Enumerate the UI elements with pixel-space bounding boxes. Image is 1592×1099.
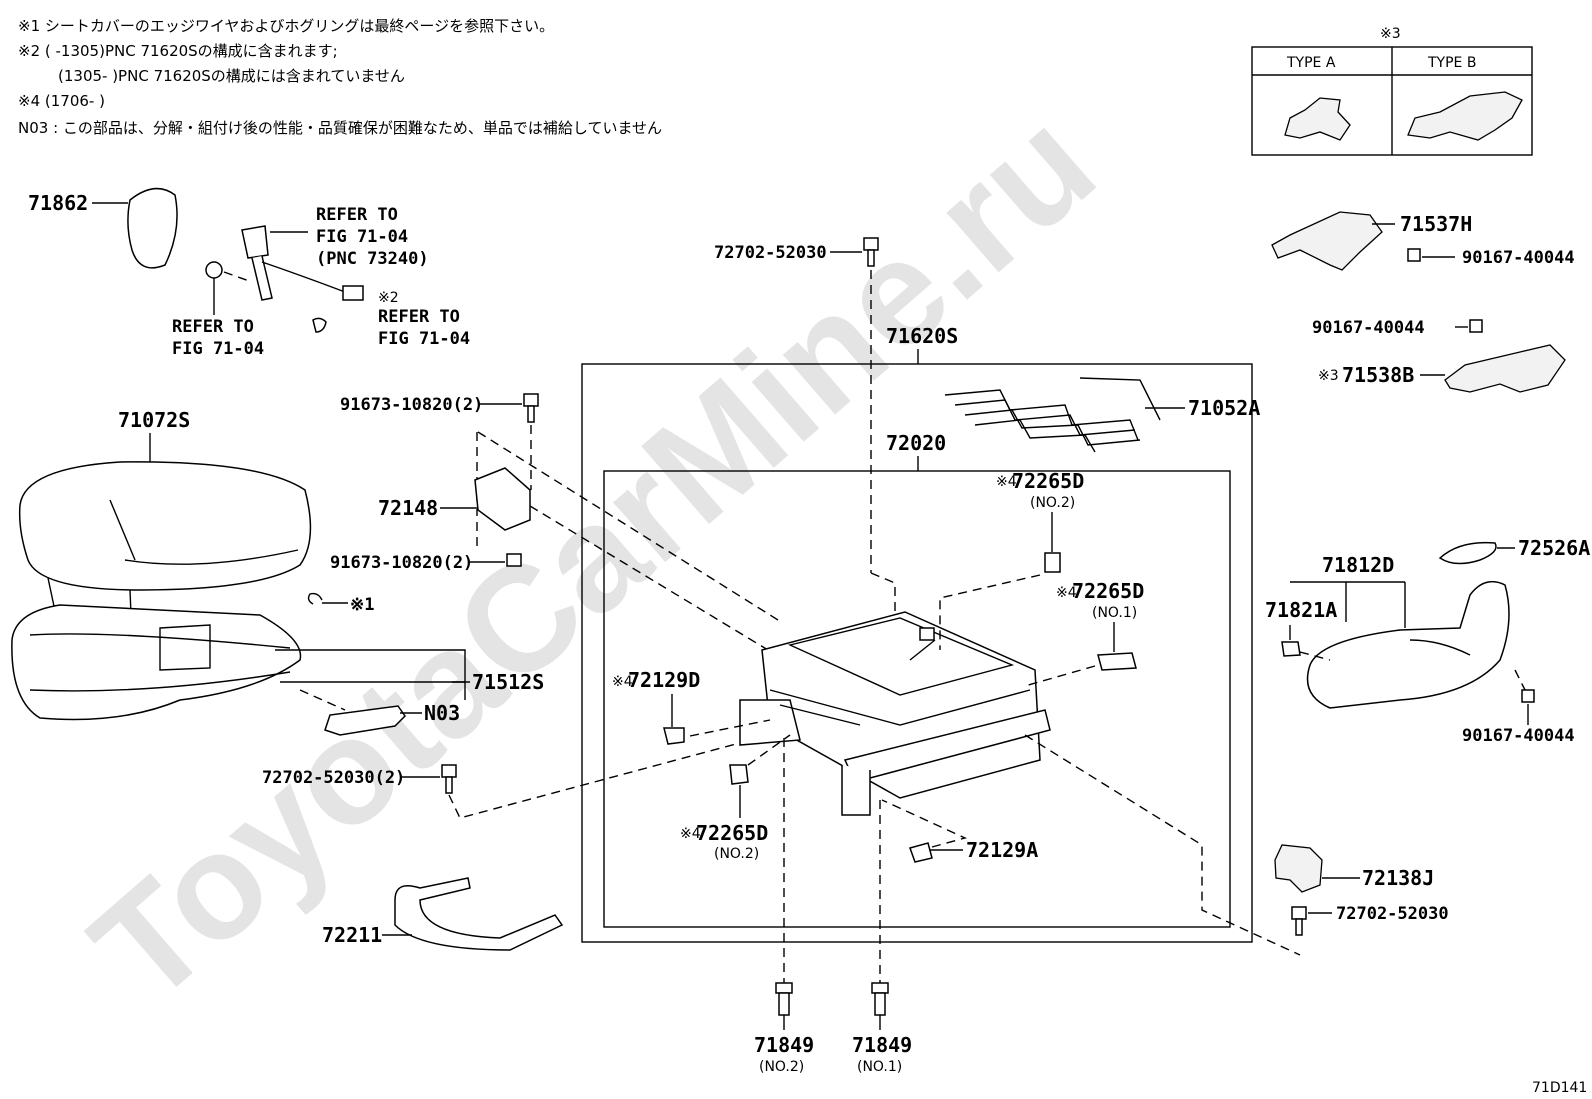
seat-frame-shape — [739, 611, 1051, 816]
label-90167-a: 90167-40044 — [1462, 248, 1575, 268]
bolt-top-shape — [863, 237, 879, 251]
sub-72265D-top: (NO.2) — [1030, 495, 1075, 511]
box-72020 — [603, 470, 1231, 928]
label-72138J: 72138J — [1362, 866, 1434, 890]
type-b-label: TYPE B — [1427, 55, 1476, 71]
part-71537H-shape — [1271, 211, 1383, 271]
label-mark1: ※1 — [350, 595, 374, 615]
note-1: ※1 シートカバーのエッジワイヤおよびホグリングは最終ページを参照下さい。 — [18, 17, 554, 35]
refer-belt-3: (PNC 73240) — [316, 249, 429, 269]
ring-mark-shape — [307, 592, 323, 605]
refer-harness-2: FIG 71-04 — [378, 329, 470, 349]
type-a-label: TYPE A — [1286, 55, 1336, 71]
label-90167-b: 90167-40044 — [1312, 318, 1425, 338]
label-71849-b: 71849 — [852, 1033, 912, 1057]
figure-id: 71D141 — [1532, 1080, 1587, 1096]
part-71538B-shape — [1444, 344, 1566, 393]
part-72526A-shape — [1438, 541, 1497, 565]
note-3: (1305- )PNC 71620Sの構成には含まれていません — [58, 67, 405, 85]
label-72020: 72020 — [886, 431, 946, 455]
n03-bracket-shape — [324, 705, 406, 736]
notes-block: ※1 シートカバーのエッジワイヤおよびホグリングは最終ページを参照下さい。 ※2… — [18, 17, 662, 137]
label-71849-a: 71849 — [754, 1033, 814, 1057]
label-71862: 71862 — [28, 191, 88, 215]
type-table: ※3 TYPE A TYPE B — [1251, 26, 1533, 156]
mark-71538B: ※3 — [1318, 368, 1339, 384]
bolt-71849-b-shape — [871, 982, 889, 994]
label-72129A: 72129A — [966, 838, 1038, 862]
bolt-72702-right-shape — [1291, 906, 1307, 920]
bolt-left-shape — [441, 764, 457, 778]
refer-clip-2: FIG 71-04 — [172, 339, 264, 359]
part-72148-shape — [474, 467, 531, 531]
refer-clip-1: REFER TO — [172, 317, 254, 337]
part-72129D-shape — [663, 727, 685, 745]
label-71072S: 71072S — [118, 408, 190, 432]
mark-72129D: ※4 — [612, 674, 633, 690]
label-72702-left: 72702-52030(2) — [262, 768, 405, 788]
part-71812D-shape — [1306, 580, 1510, 709]
screw-90167-a-shape — [1407, 248, 1421, 262]
mark-72265D-low: ※4 — [680, 826, 701, 842]
label-72702-top: 72702-52030 — [714, 243, 827, 263]
sub-72265D-mid: (NO.1) — [1092, 605, 1137, 621]
label-72265D-low: 72265D — [696, 821, 768, 845]
label-72265D-mid: 72265D — [1072, 579, 1144, 603]
note-2: ※2 ( -1305)PNC 71620Sの構成に含まれます; — [18, 42, 338, 60]
part-71821A-shape — [1281, 641, 1301, 657]
part-72211-shape — [394, 877, 564, 951]
label-71620S: 71620S — [886, 324, 958, 348]
buckle-shape — [241, 225, 269, 259]
refer-harness-1: REFER TO — [378, 307, 460, 327]
part-71052A-shape — [944, 377, 1161, 453]
bolt-91673-bot-shape — [506, 553, 522, 567]
label-71537H: 71537H — [1400, 212, 1472, 236]
box-71620S — [581, 363, 1253, 943]
mark-72265D-top: ※4 — [996, 474, 1017, 490]
part-72129A-shape — [909, 842, 933, 863]
type-table-mark: ※3 — [1380, 26, 1401, 42]
sub-72265D-low: (NO.2) — [714, 846, 759, 862]
clip-shape — [205, 261, 223, 279]
bolt-91673-top-shape — [523, 393, 539, 407]
sub-71849-a: (NO.2) — [759, 1059, 804, 1075]
bolt-71849-a-shape — [775, 982, 793, 994]
type-b-sketch — [1407, 91, 1523, 141]
label-91673-top: 91673-10820(2) — [340, 395, 483, 415]
label-72148: 72148 — [378, 496, 438, 520]
label-72129D: 72129D — [628, 668, 700, 692]
sub-71849-b: (NO.1) — [857, 1059, 902, 1075]
screw-90167-b-shape — [1469, 319, 1483, 333]
part-72265D-top-shape — [1044, 552, 1061, 573]
mark-72265D-mid: ※4 — [1056, 585, 1077, 601]
part-72265D-low-shape — [729, 764, 749, 785]
label-91673-bot: 91673-10820(2) — [330, 553, 473, 573]
part-72138J-shape — [1274, 844, 1323, 893]
type-a-sketch — [1284, 97, 1351, 141]
harness-clip-shape — [312, 317, 327, 333]
label-90167-c: 90167-40044 — [1462, 726, 1575, 746]
label-72265D-top: 72265D — [1012, 469, 1084, 493]
seat-cushion-shape — [18, 461, 312, 591]
part-72265D-mid-shape — [1097, 652, 1137, 671]
label-71052A: 71052A — [1188, 396, 1260, 420]
refer-harness-mark: ※2 — [378, 290, 399, 306]
label-71812D: 71812D — [1322, 553, 1394, 577]
screw-90167-c-shape — [1521, 689, 1535, 703]
refer-belt-1: REFER TO — [316, 205, 398, 225]
part-71862-shape — [127, 187, 178, 269]
label-n03: N03 — [424, 701, 460, 725]
label-72526A: 72526A — [1518, 536, 1590, 560]
seat-pad-shape — [11, 604, 302, 721]
note-5: N03 : この部品は、分解・組付け後の性能・品質確保が困難なため、単品では補給… — [18, 119, 662, 137]
label-72211: 72211 — [322, 923, 382, 947]
label-71821A: 71821A — [1265, 598, 1337, 622]
label-71512S: 71512S — [472, 670, 544, 694]
label-71538B: 71538B — [1342, 363, 1414, 387]
label-72702-right: 72702-52030 — [1336, 904, 1449, 924]
note-4: ※4 (1706- ) — [18, 92, 105, 110]
refer-belt-2: FIG 71-04 — [316, 227, 408, 247]
